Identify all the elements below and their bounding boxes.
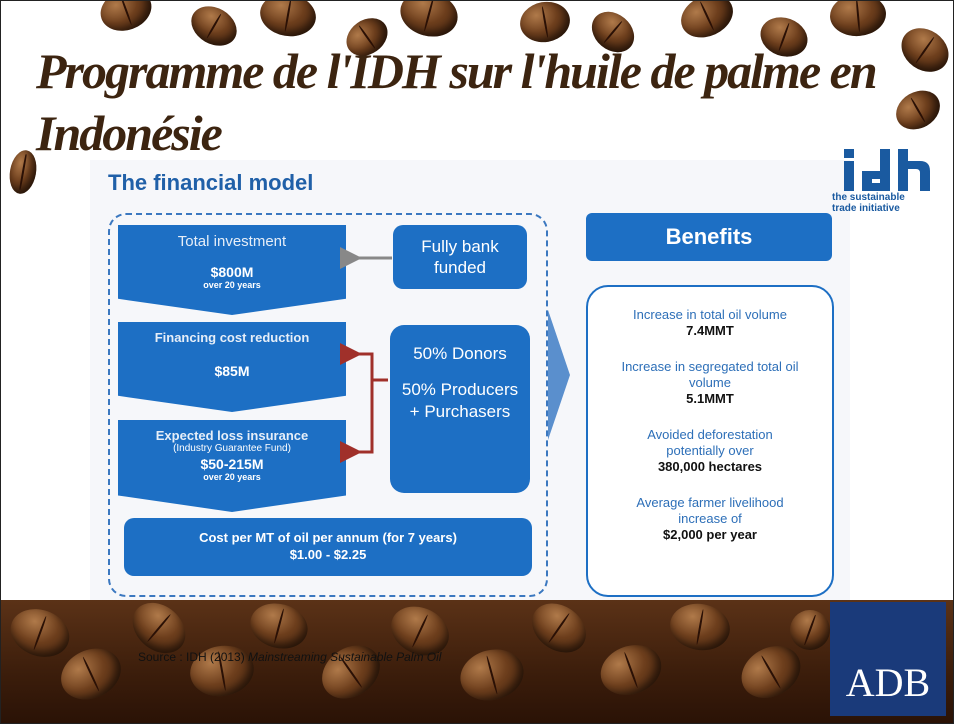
financing-cost-label: Financing cost reduction xyxy=(154,330,310,345)
financing-cost-amount: $85M xyxy=(214,363,250,379)
benefit-item: Average farmer livelihood increase of $2… xyxy=(588,495,832,543)
benefit-value: 5.1MMT xyxy=(686,391,734,406)
total-investment-label: Total investment xyxy=(177,233,287,250)
bank-funded-label: Fully bank funded xyxy=(421,237,499,277)
cost-per-mt-label: Cost per MT of oil per annum (for 7 year… xyxy=(199,530,457,545)
donors-producers-box: 50% Donors 50% Producers + Purchasers xyxy=(390,325,530,493)
donors-arrow-down xyxy=(340,380,374,464)
benefit-value: 380,000 hectares xyxy=(657,459,763,474)
idh-tagline-line-1: the sustainable xyxy=(832,192,905,203)
idh-tagline: the sustainable trade initiative xyxy=(832,192,905,214)
benefit-item: Increase in total oil volume 7.4MMT xyxy=(588,307,832,339)
loss-insurance-block: Expected loss insurance (Industry Guaran… xyxy=(118,420,346,512)
total-investment-amount: $800M xyxy=(210,264,254,280)
benefit-item: Avoided deforestation potentially over 3… xyxy=(588,427,832,475)
idh-tagline-line-2: trade initiative xyxy=(832,203,900,214)
total-investment-note: over 20 years xyxy=(203,280,261,290)
benefit-label: Increase in segregated total oil volume xyxy=(621,359,799,390)
loss-insurance-amount: $50-215M xyxy=(200,456,264,472)
funding-group-border xyxy=(108,213,548,597)
total-investment-block: Total investment $800M over 20 years xyxy=(118,225,346,315)
funding-arrows xyxy=(340,246,392,464)
slide-title: Programme de l'IDH sur l'huile de palme … xyxy=(36,43,878,161)
bank-funded-box: Fully bank funded xyxy=(393,225,527,289)
coffee-beans-bottom xyxy=(0,592,954,724)
benefits-heading: Benefits xyxy=(586,213,832,261)
source-citation: Source : IDH (2013) Mainstreaming Sustai… xyxy=(138,650,441,664)
loss-insurance-note: over 20 years xyxy=(203,472,261,482)
benefit-item: Increase in segregated total oil volume … xyxy=(588,359,832,407)
benefit-label: Average farmer livelihood increase of xyxy=(636,495,784,526)
adb-logo-text: ADB xyxy=(845,660,931,705)
financial-model-heading: The financial model xyxy=(108,170,314,195)
cost-per-mt-range: $1.00 - $2.25 xyxy=(289,547,367,562)
adb-logo: ADB xyxy=(830,602,946,716)
loss-insurance-fund: (Industry Guarantee Fund) xyxy=(173,443,291,454)
loss-insurance-label: Expected loss insurance xyxy=(155,428,309,443)
cost-per-mt-block: Cost per MT of oil per annum (for 7 year… xyxy=(124,518,532,576)
benefit-value: 7.4MMT xyxy=(686,323,734,338)
big-right-arrow xyxy=(548,310,570,440)
benefit-label: Avoided deforestation potentially over xyxy=(647,427,773,458)
source-title: Mainstreaming Sustainable Palm Oil xyxy=(248,650,442,664)
financing-cost-block: Financing cost reduction $85M xyxy=(118,322,346,412)
donors-arrow-up xyxy=(340,342,388,382)
donors-label: 50% Donors xyxy=(413,344,507,363)
producers-purchasers-label: 50% Producers + Purchasers xyxy=(401,380,519,421)
source-prefix: Source : IDH (2013) xyxy=(138,650,249,664)
idh-logo-icon xyxy=(844,149,930,191)
benefit-value: $2,000 per year xyxy=(663,527,757,542)
benefits-list: Increase in total oil volume 7.4MMT Incr… xyxy=(586,285,834,597)
benefit-label: Increase in total oil volume xyxy=(633,307,787,322)
